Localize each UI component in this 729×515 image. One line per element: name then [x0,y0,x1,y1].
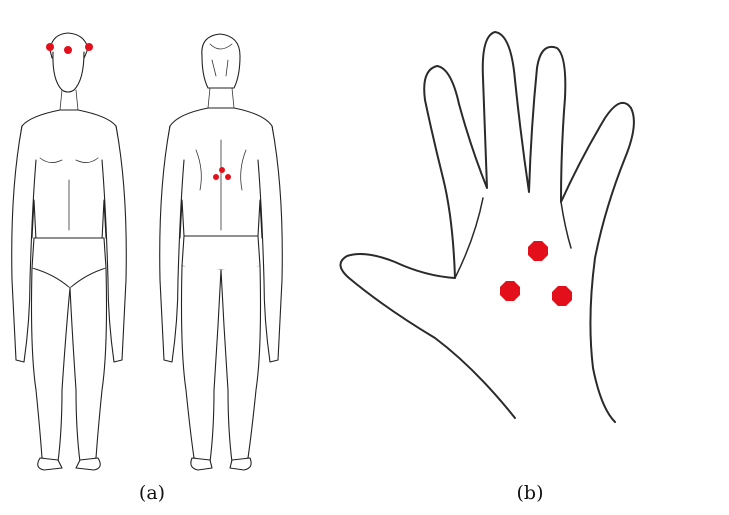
marker-back-top [219,167,225,173]
marker-head-left [46,43,54,51]
marker-head-center [64,46,72,54]
panel-a-caption: (a) [112,482,192,504]
hand-outline [340,32,633,422]
palm-marker-top [528,241,548,261]
front-body [12,33,127,470]
palm-marker-left [500,281,520,301]
marker-head-right [85,43,93,51]
marker-back-left [213,174,219,180]
palm-marker-right [552,286,572,306]
body-illustration [0,30,300,480]
hand-illustration [325,8,725,468]
panel-b-figure [325,8,725,468]
back-body [160,34,283,470]
panel-a-figure [0,30,300,480]
panel-b-caption: (b) [490,482,570,504]
marker-back-right [225,174,231,180]
